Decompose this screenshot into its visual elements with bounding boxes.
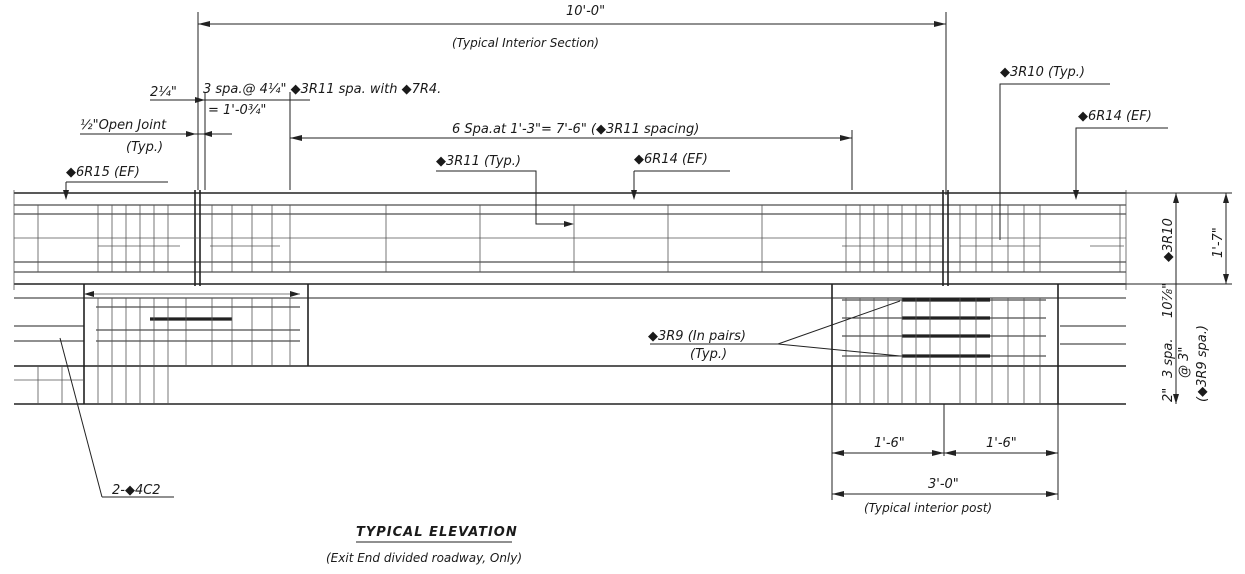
left-post xyxy=(83,284,309,404)
r15-label: ◆6R15 (EF) xyxy=(66,165,140,180)
r14-right-callout: ◆6R14 (EF) xyxy=(1073,109,1168,200)
subtitle-label: (Exit End divided roadway, Only) xyxy=(326,551,522,565)
r14-right-label: ◆6R14 (EF) xyxy=(1078,109,1152,124)
v-3r10-label: ◆3R10 xyxy=(1161,218,1176,262)
r10-typ-label: ◆3R10 (Typ.) xyxy=(1000,65,1085,80)
rail-beam xyxy=(13,190,1127,290)
post-dim-left-label: 1'-6" xyxy=(874,436,905,451)
deck-lower-lines xyxy=(14,366,84,404)
r11-callout: ◆3R11 (Typ.) xyxy=(436,154,574,227)
typical-interior-section-label: (Typical Interior Section) xyxy=(452,36,599,50)
v-ten-seven-eighths-label: 10⅞" xyxy=(1161,283,1176,318)
two-quarter-label: 2¼" xyxy=(150,85,177,100)
r9-pairs-label: ◆3R9 (In pairs) xyxy=(648,329,746,344)
v-one-seven-label: 1'-7" xyxy=(1211,227,1226,258)
c2-callout: 2-◆4C2 xyxy=(59,337,174,498)
three-spa-label: 3 spa.@ 4¼" ◆3R11 spa. with ◆7R4. xyxy=(203,82,441,97)
title-label: TYPICAL ELEVATION xyxy=(356,525,518,540)
v-three-spa-label: 3 spa. xyxy=(1161,338,1176,378)
post-width-label: 3'-0" xyxy=(928,477,959,492)
beam-stirrups xyxy=(37,205,1121,272)
right-post xyxy=(831,284,1059,404)
open-joint-typ-label: (Typ.) xyxy=(126,140,163,155)
dimension-spacing-left: 2¼" 3 spa.@ 4¼" ◆3R11 spa. with ◆7R4. = … xyxy=(150,82,441,190)
c2-label: 2-◆4C2 xyxy=(112,483,161,498)
dimension-overall: 10'-0" (Typical Interior Section) xyxy=(197,4,947,195)
six-spa-label: 6 Spa.at 1'-3"= 7'-6" (◆3R11 spacing) xyxy=(452,122,699,137)
r11-typ-label: ◆3R11 (Typ.) xyxy=(436,154,521,169)
deck-slab xyxy=(14,297,1126,405)
v-two-label: 2" xyxy=(1161,388,1176,402)
r14-mid-label: ◆6R14 (EF) xyxy=(634,152,708,167)
overall-length-label: 10'-0" xyxy=(566,4,605,19)
r15-callout: ◆6R15 (EF) xyxy=(63,165,168,200)
v-at-three-label: @ 3" xyxy=(1177,347,1192,378)
r9-typ-label: (Typ.) xyxy=(690,347,727,362)
r10-callout: ◆3R10 (Typ.) xyxy=(999,65,1110,240)
open-joint-callout: ½"Open Joint (Typ.) xyxy=(80,118,232,155)
drawing-title: TYPICAL ELEVATION (Exit End divided road… xyxy=(326,525,522,565)
post-dimensions: 1'-6" 1'-6" 3'-0" (Typical interior post… xyxy=(831,404,1059,515)
equals-dimension-label: = 1'-0¾" xyxy=(208,103,266,118)
vertical-dimensions: 1'-7" ◆3R10 10⅞" 3 spa. @ 3" (◆3R9 spa.)… xyxy=(1126,192,1232,404)
open-joint-label: ½"Open Joint xyxy=(80,118,167,133)
typical-interior-post-label: (Typical interior post) xyxy=(864,501,992,515)
r9-callout: ◆3R9 (In pairs) (Typ.) xyxy=(648,300,901,362)
dimension-six-spa: 6 Spa.at 1'-3"= 7'-6" (◆3R11 spacing) xyxy=(290,122,853,190)
post-dim-right-label: 1'-6" xyxy=(986,436,1017,451)
v-3r9-spa-label: (◆3R9 spa.) xyxy=(1195,325,1210,402)
